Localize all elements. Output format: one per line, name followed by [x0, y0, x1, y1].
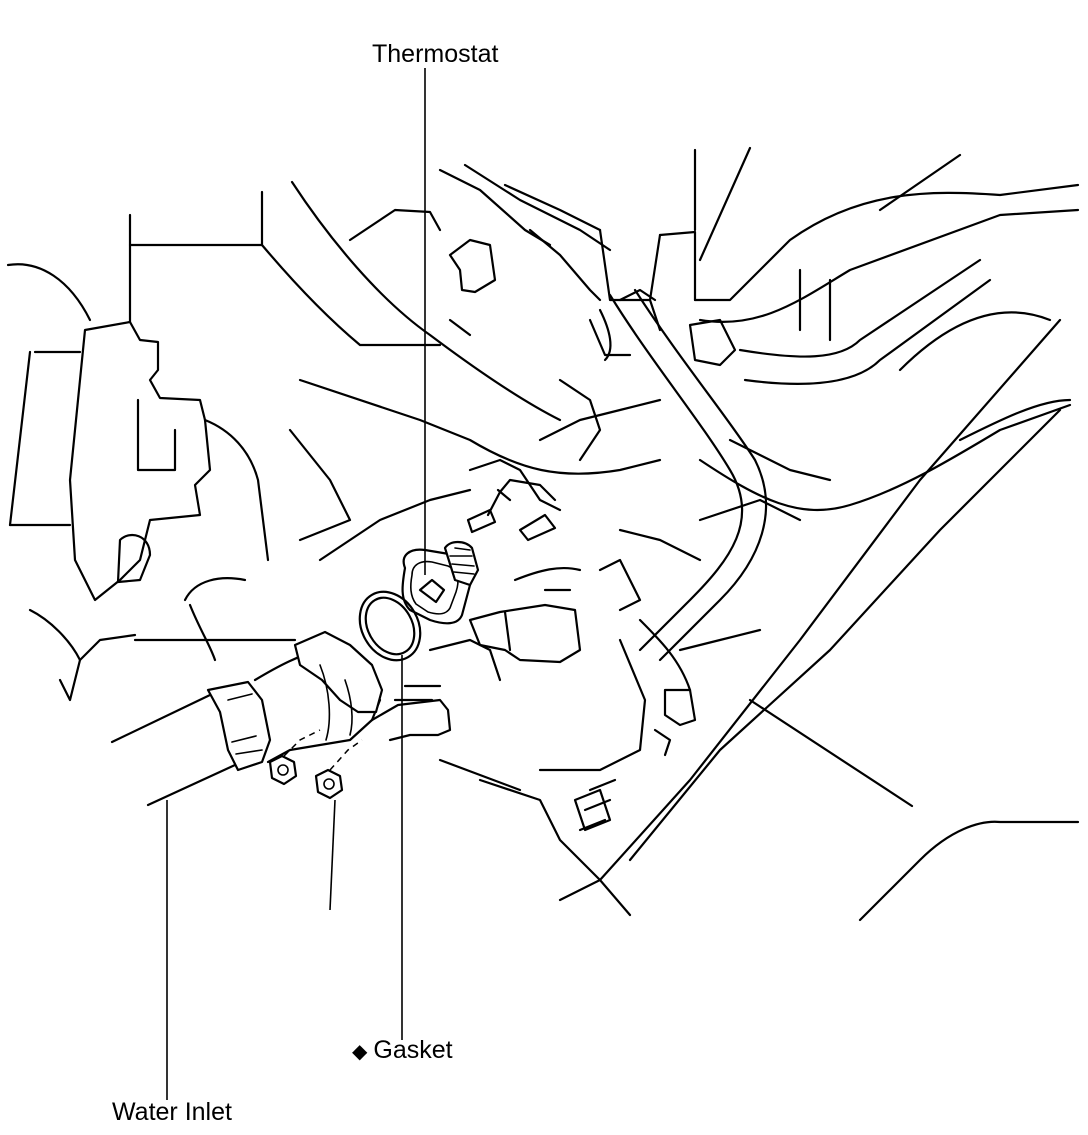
gasket-part — [358, 590, 422, 662]
gasket-marker-icon: ◆ — [352, 1041, 368, 1063]
leader-lines — [166, 68, 426, 1100]
engine-upper-structure — [260, 163, 662, 562]
coolant-pipes — [608, 146, 1080, 662]
water-inlet-part — [110, 630, 452, 807]
engine-left-bracket — [6, 213, 297, 702]
water-inlet-label: Water Inlet — [112, 1098, 232, 1126]
frame-lower-right — [438, 318, 1080, 922]
hose-connector — [428, 566, 582, 682]
thermostat-label: Thermostat — [372, 40, 499, 68]
gasket-label-row: ◆Gasket — [352, 1038, 453, 1063]
water-inlet-nuts — [268, 729, 363, 800]
gasket-label: Gasket — [373, 1036, 453, 1064]
thermostat-bolts — [466, 478, 557, 542]
thermostat-part — [401, 540, 480, 625]
